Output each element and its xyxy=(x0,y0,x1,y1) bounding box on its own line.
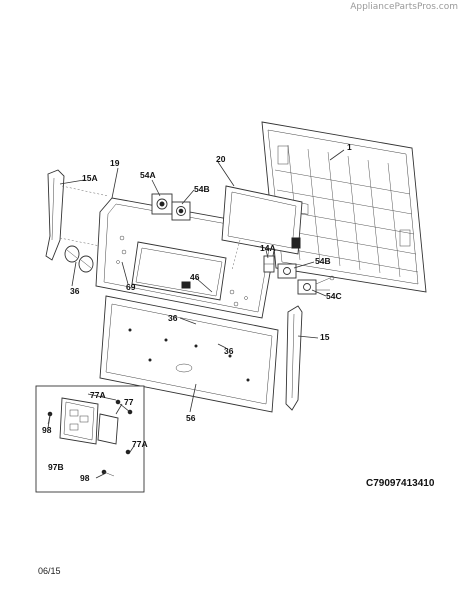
label-part-98-bottom: 98 xyxy=(80,473,90,483)
label-part-56: 56 xyxy=(186,413,196,423)
label-part-15a: 15A xyxy=(82,173,98,183)
label-part-46: 46 xyxy=(190,272,200,282)
label-part-54b-top: 54B xyxy=(194,184,210,194)
label-part-20: 20 xyxy=(216,154,226,164)
electronic-control-box[interactable] xyxy=(221,185,303,271)
left-end-cap[interactable] xyxy=(45,169,109,261)
label-part-77a-top: 77A xyxy=(90,390,106,400)
switch-54b-top[interactable] xyxy=(171,201,191,221)
infinite-switch-54a[interactable] xyxy=(151,193,173,215)
label-part-98-top: 98 xyxy=(42,425,52,435)
label-part-77: 77 xyxy=(124,397,134,407)
watermark: AppliancePartsPros.com xyxy=(350,2,458,12)
back-heat-shield[interactable] xyxy=(99,295,279,413)
label-part-15: 15 xyxy=(320,332,330,342)
label-part-97b: 97B xyxy=(48,462,64,472)
right-end-cap[interactable] xyxy=(285,305,303,411)
bracket-14a[interactable] xyxy=(263,255,275,273)
label-part-36-mid: 36 xyxy=(168,313,178,323)
switch-54b-right[interactable] xyxy=(277,263,297,279)
drawing-code: C79097413410 xyxy=(366,478,435,489)
leader-lines xyxy=(47,149,345,479)
label-part-69: 69 xyxy=(126,282,136,292)
label-part-36-right: 36 xyxy=(224,346,234,356)
label-part-54a: 54A xyxy=(140,170,156,180)
label-part-1: 1 xyxy=(347,142,352,152)
label-part-77a-bottom: 77A xyxy=(132,439,148,449)
knob-left-a[interactable] xyxy=(64,245,80,263)
label-part-19: 19 xyxy=(110,158,120,168)
knob-left-b[interactable] xyxy=(78,255,94,273)
revision-date: 06/15 xyxy=(38,566,61,576)
control-board-inset[interactable] xyxy=(35,385,145,493)
switch-54c[interactable] xyxy=(297,275,335,295)
label-part-54b-right: 54B xyxy=(315,256,331,266)
label-part-14a: 14A xyxy=(260,243,276,253)
label-part-36-left: 36 xyxy=(70,286,80,296)
label-part-54c: 54C xyxy=(326,291,342,301)
